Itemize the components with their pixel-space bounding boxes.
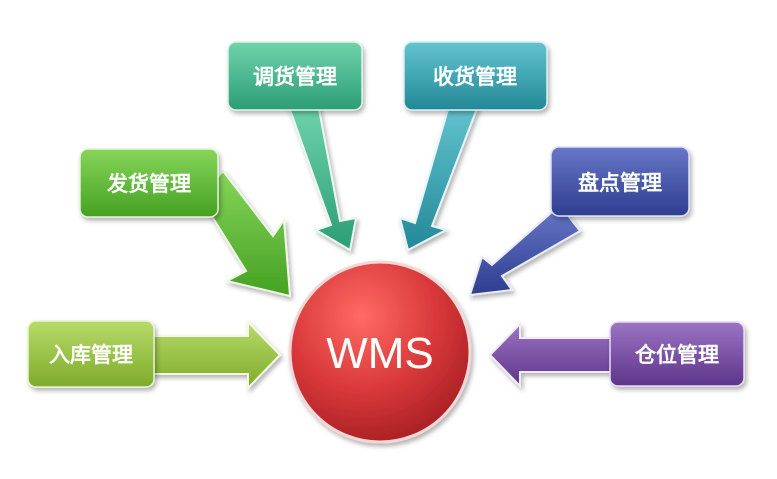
- wms-hub-circle: [288, 260, 472, 444]
- node-receiving-box: [403, 41, 548, 111]
- node-transfer: 调货管理: [227, 41, 363, 111]
- node-inbound: 入库管理: [27, 320, 155, 388]
- arrow-stocktake: [468, 203, 582, 297]
- wms-hub: WMS: [288, 260, 472, 444]
- node-stocktake-box: [550, 146, 690, 217]
- arrow-shipping: [198, 169, 292, 298]
- node-transfer-box: [227, 41, 363, 111]
- node-location-label: 仓位管理: [634, 343, 719, 367]
- node-location-box: [609, 321, 745, 387]
- node-location: 仓位管理: [609, 321, 745, 387]
- node-shipping-box: [79, 148, 219, 218]
- node-shipping: 发货管理: [79, 148, 219, 218]
- node-stocktake-label: 盘点管理: [578, 171, 662, 195]
- node-shipping-label: 发货管理: [106, 172, 191, 196]
- node-receiving: 收货管理: [403, 41, 548, 111]
- arrow-inbound: [149, 319, 282, 391]
- node-inbound-label: 入库管理: [49, 343, 133, 367]
- arrow-transfer: [286, 103, 358, 252]
- node-stocktake: 盘点管理: [550, 146, 690, 217]
- node-transfer-label: 调货管理: [253, 65, 337, 89]
- node-receiving-label: 收货管理: [433, 65, 517, 89]
- arrow-receiving: [398, 105, 480, 252]
- arrow-location: [488, 321, 613, 389]
- node-inbound-box: [27, 320, 155, 388]
- wms-hub-label: WMS: [326, 329, 434, 378]
